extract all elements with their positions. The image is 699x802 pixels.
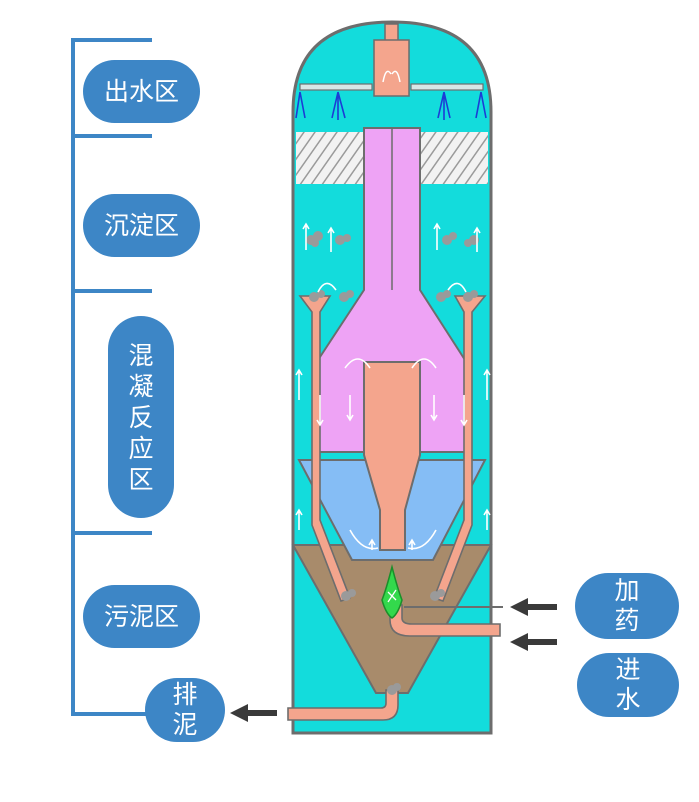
drain-arrow	[230, 704, 277, 722]
central-riser	[363, 361, 421, 551]
inlet-pipe	[389, 604, 501, 637]
zone-label-coagulation: 混凝反应区	[108, 316, 174, 518]
dosing-nozzle	[381, 564, 403, 619]
spray-nozzles	[295, 91, 487, 120]
outlet-trough	[299, 83, 484, 91]
port-label-drain: 排泥	[145, 678, 225, 742]
outlet-pipe	[373, 23, 410, 97]
zone-bracket	[71, 38, 152, 716]
flow-arrows	[295, 222, 491, 550]
port-label-inlet: 进水	[577, 653, 679, 717]
tube-settler-right	[421, 132, 488, 184]
dosing-arrow	[510, 598, 557, 616]
recirculation-pipe-right	[432, 295, 487, 603]
port-label-dosing: 加药	[575, 573, 679, 639]
zone-label-outlet: 出水区	[83, 60, 200, 123]
zone-label-settling: 沉淀区	[83, 194, 200, 257]
zone-label-sludge: 污泥区	[83, 585, 200, 648]
tube-settler-left	[296, 132, 364, 184]
drain-pipe	[287, 689, 399, 721]
sludge-flocs	[306, 231, 479, 695]
inlet-arrow	[510, 633, 557, 651]
